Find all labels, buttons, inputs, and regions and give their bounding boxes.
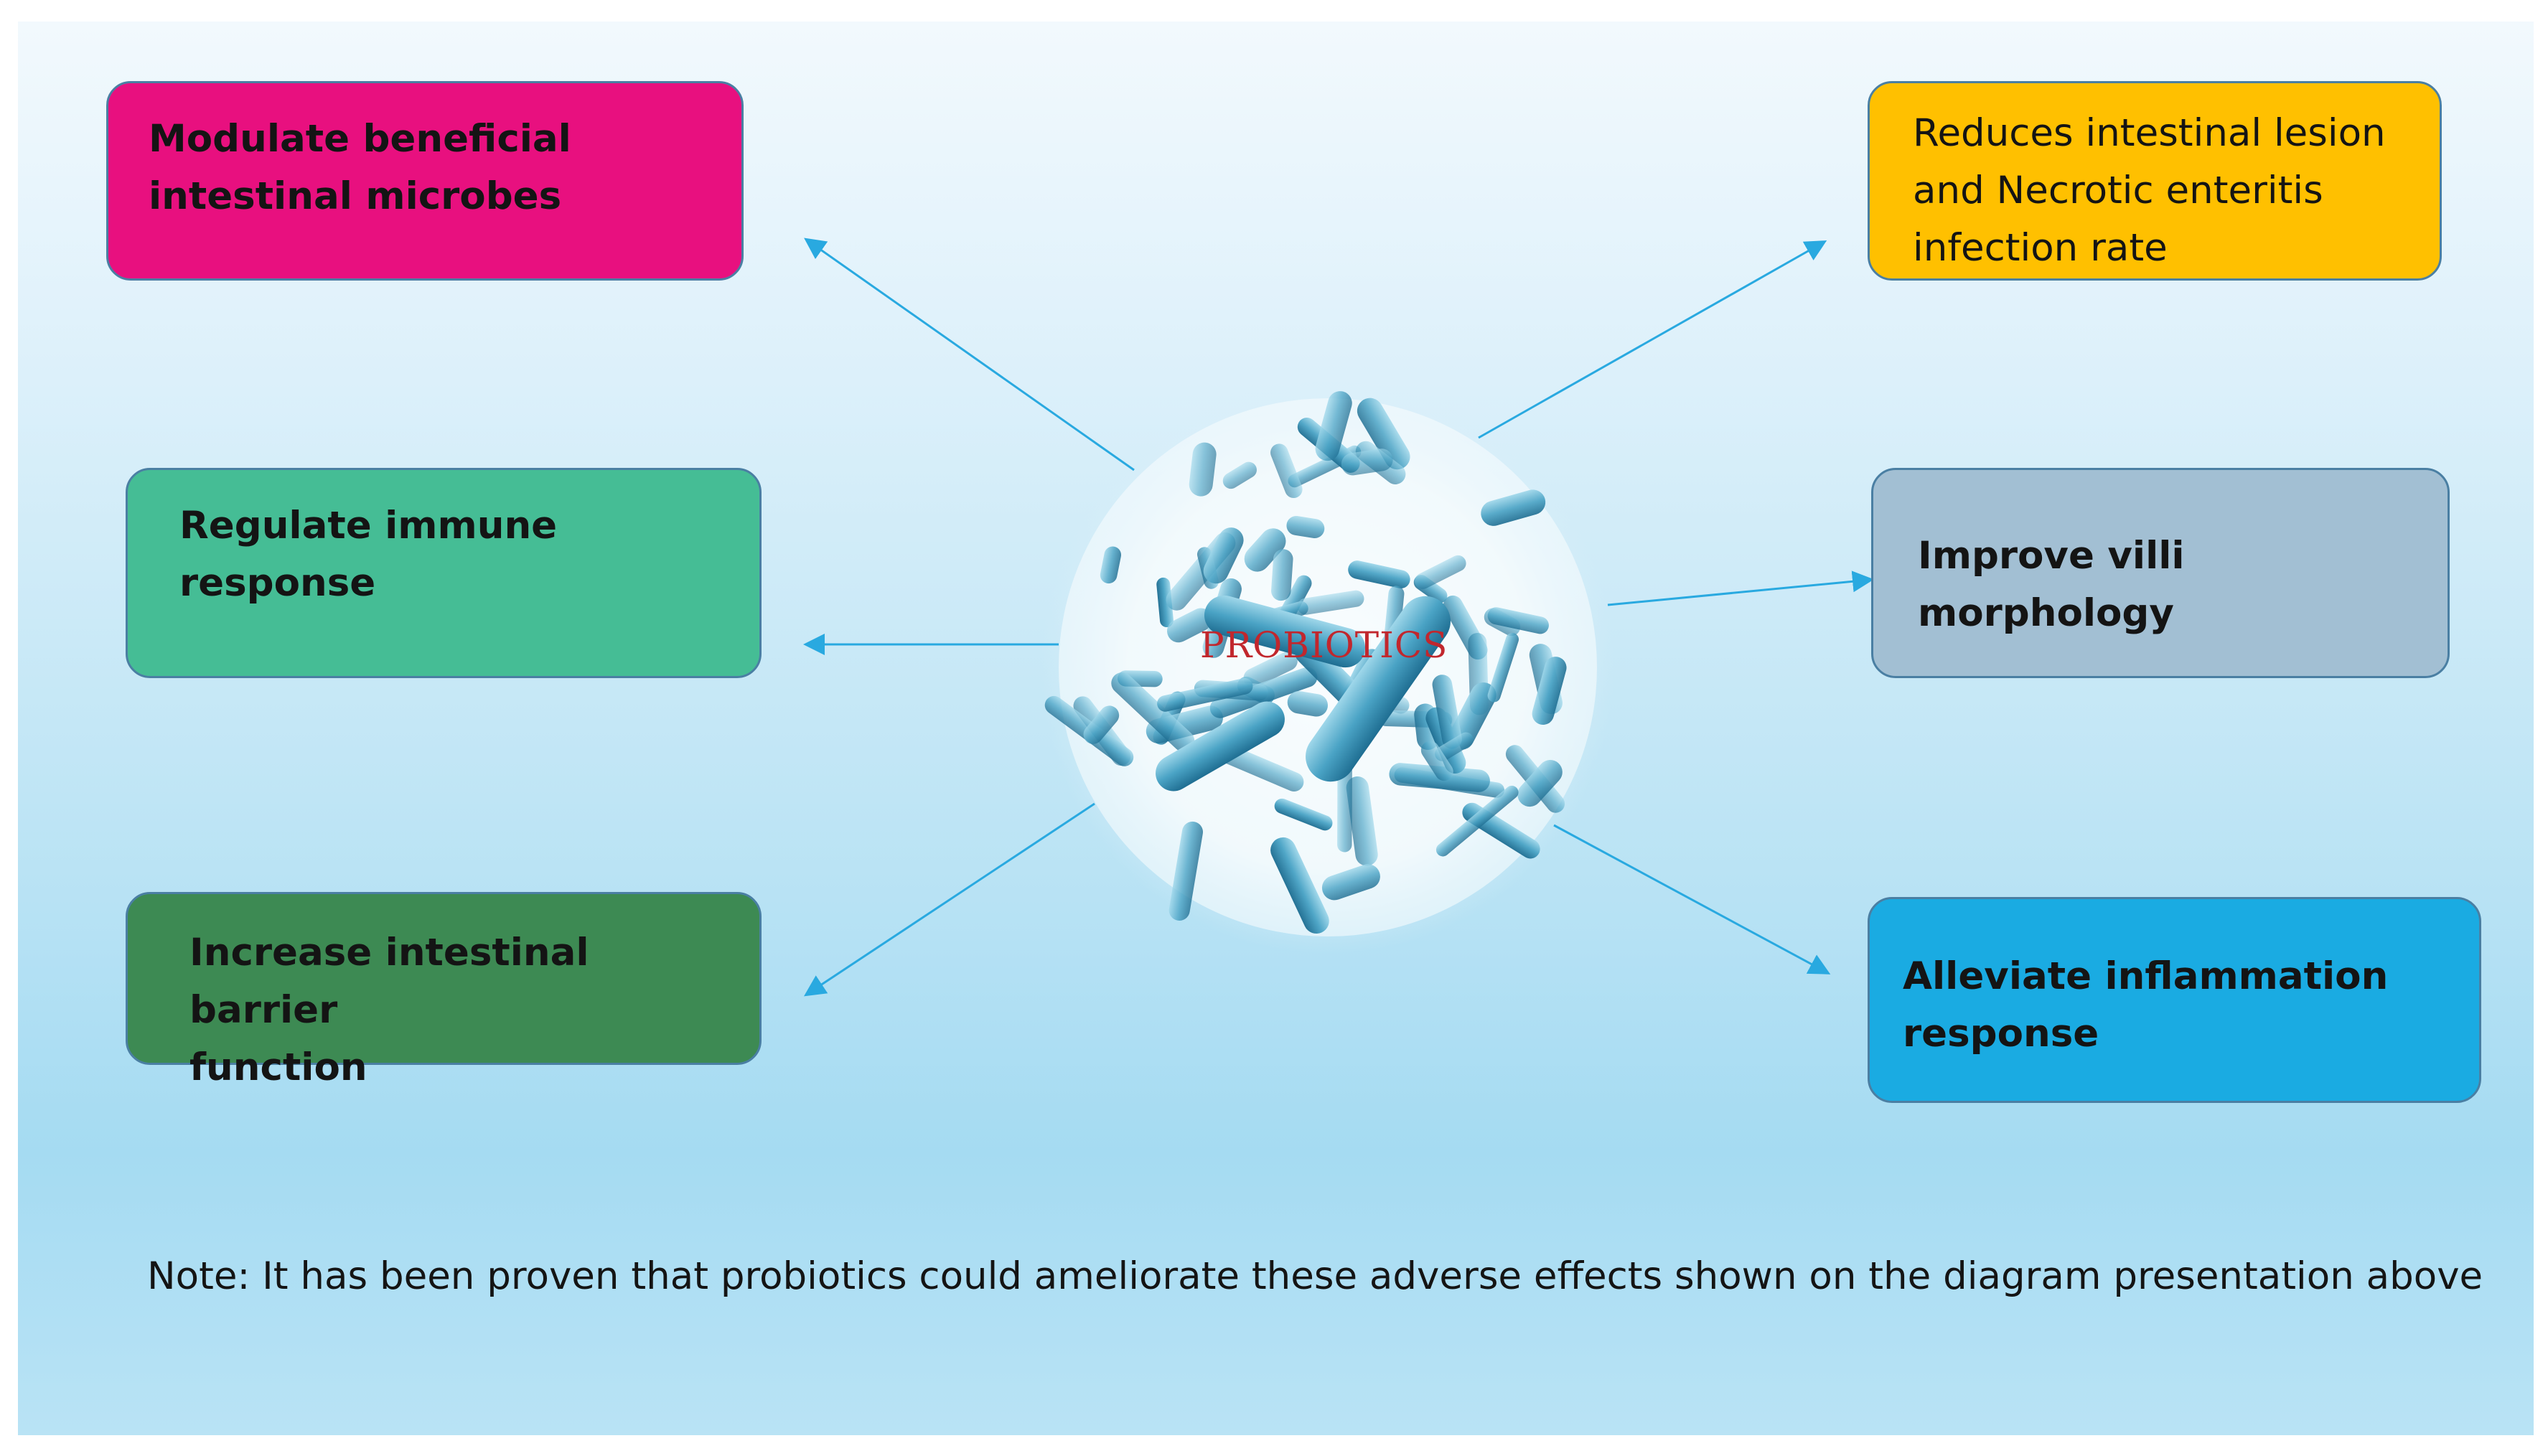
bacteria-rod xyxy=(1111,672,1195,752)
bacteria-rod xyxy=(1156,577,1174,628)
bacteria-rod xyxy=(1271,549,1293,601)
box-line: Modulate beneficial xyxy=(149,117,571,161)
box-line: Increase intestinal barrier xyxy=(189,931,589,1032)
box-villi-morphology: Improve villi morphology xyxy=(1871,468,2450,678)
box-line: infection rate xyxy=(1913,226,2168,270)
bacteria-rod xyxy=(1203,527,1244,584)
box-modulate-microbes: Modulate beneficial intestinal microbes xyxy=(106,81,744,281)
bacteria-rod xyxy=(1435,732,1474,761)
box-line: function xyxy=(189,1046,367,1089)
bacteria-rod xyxy=(1321,864,1380,901)
bacteria-rod xyxy=(1270,443,1303,499)
bacteria-rod xyxy=(1341,448,1393,476)
bacteria-rod xyxy=(1487,607,1549,634)
box-line: intestinal microbes xyxy=(149,174,562,218)
bacteria-rod xyxy=(1243,651,1298,688)
probiotics-sphere-image xyxy=(1041,380,1615,954)
bacteria-rod xyxy=(1487,632,1519,703)
diagram-note: Note: It has been proven that probiotics… xyxy=(147,1254,2483,1298)
bacteria-rod xyxy=(1166,608,1213,643)
bacteria-rod xyxy=(1415,555,1466,589)
bacteria-rod xyxy=(1346,776,1378,866)
box-line: Regulate immune response xyxy=(179,504,558,605)
bacteria-rod xyxy=(1306,596,1451,782)
bacteria-rod xyxy=(1204,595,1366,668)
box-line: Improve villi morphology xyxy=(1918,534,2185,635)
arrow-to-villi xyxy=(1607,570,1874,606)
bacteria-rod xyxy=(1100,546,1122,584)
bacteria-rod xyxy=(1189,442,1217,497)
box-line: and Necrotic enteritis xyxy=(1913,169,2323,212)
bacteria-rod xyxy=(1481,489,1546,526)
probiotics-label: PROBIOTICS xyxy=(1200,624,1448,666)
bacteria-rod xyxy=(1432,675,1462,749)
bacteria-rod xyxy=(1435,785,1519,857)
bacteria-rod xyxy=(1348,560,1410,588)
arrow-to-modulate xyxy=(804,238,1135,471)
bacteria-rod xyxy=(1287,690,1329,717)
box-regulate-immune: Regulate immune response xyxy=(126,468,762,678)
box-reduces-lesion: Reduces intestinal lesion and Necrotic e… xyxy=(1868,81,2442,281)
box-barrier-function: Increase intestinal barrier function xyxy=(126,892,762,1089)
box-line: response xyxy=(1903,1012,2099,1056)
bacteria-rod xyxy=(1315,391,1352,461)
bacteria-rod xyxy=(1222,461,1257,489)
arrow-to-inflammation xyxy=(1553,824,1831,974)
arrow-to-barrier xyxy=(803,802,1095,997)
bacteria-rod xyxy=(1168,821,1203,921)
bacteria-rod xyxy=(1156,701,1285,792)
arrow-to-lesion xyxy=(1478,240,1827,439)
bacteria-rod xyxy=(1357,398,1410,470)
bacteria-rod xyxy=(1297,590,1364,615)
bacteria-rod xyxy=(1286,515,1325,538)
bacteria-rod xyxy=(1274,798,1333,831)
bacteria-rod xyxy=(1532,657,1567,725)
bacteria-rod xyxy=(1157,678,1253,712)
bacteria-rod xyxy=(1420,741,1453,781)
bacteria-rod xyxy=(1517,760,1563,807)
box-alleviate-inflammation: Alleviate inflammation response xyxy=(1868,897,2481,1103)
bacteria-rod xyxy=(1244,528,1286,572)
bacteria-rod xyxy=(1270,837,1329,934)
box-line: Reduces intestinal lesion xyxy=(1913,111,2386,155)
bacteria-rod xyxy=(1083,705,1120,744)
box-line: Alleviate inflammation xyxy=(1903,954,2389,998)
